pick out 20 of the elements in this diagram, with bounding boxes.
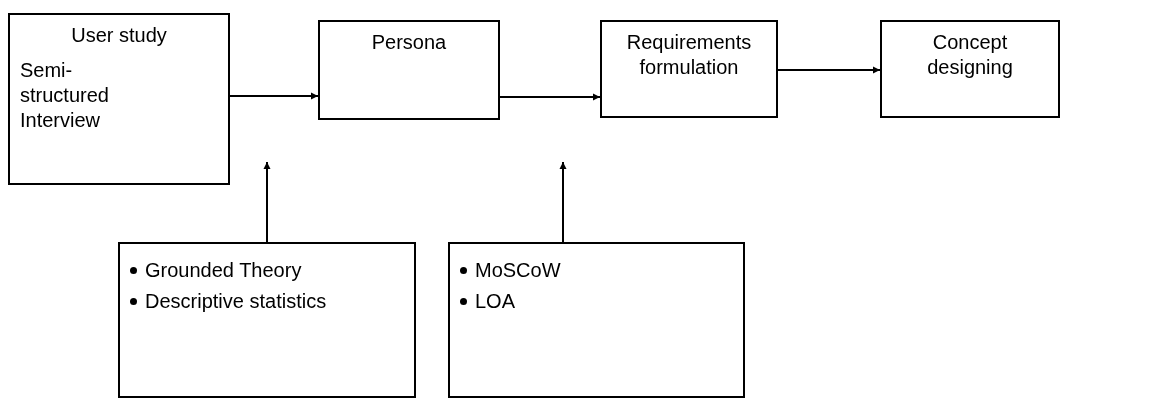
box-title: Persona [371, 30, 447, 55]
arrow [499, 93, 601, 101]
list-item: Descriptive statistics [145, 289, 327, 314]
process-box [318, 20, 500, 120]
list-item: MoSCoW [475, 258, 561, 283]
method-box [448, 242, 745, 398]
process-box [880, 20, 1060, 118]
box-text: Semi-structured Interview [20, 58, 110, 133]
box-title: User study [71, 23, 167, 48]
list-item: LOA [475, 289, 516, 314]
arrow [777, 66, 881, 74]
box-title: Requirements formulation [625, 30, 753, 80]
method-box [118, 242, 416, 398]
list-item: Grounded Theory [145, 258, 302, 283]
process-box [8, 13, 230, 185]
process-box [600, 20, 778, 118]
arrow [559, 161, 567, 243]
arrow [263, 161, 271, 243]
box-title: Concept designing [926, 30, 1014, 80]
arrow [229, 92, 319, 100]
